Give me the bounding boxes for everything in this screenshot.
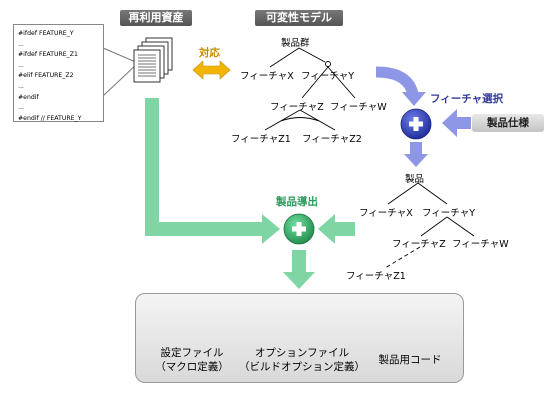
product-derivation-label: 製品導出 (276, 196, 318, 208)
option-file-line2: （ビルドオプション定義） (239, 361, 365, 373)
code-line: #ifdef FEATURE_Y (18, 30, 74, 37)
config-file-line2: （マクロ定義） (155, 361, 229, 373)
config-file-caption: 設定ファイル （マクロ定義） (148, 346, 236, 374)
code-line: ... (18, 61, 24, 69)
code-line: ... (18, 104, 24, 112)
model-feature-z: フィーチャZ (270, 102, 324, 113)
product-feature-w: フィーチャW (452, 239, 509, 250)
code-line: ... (18, 40, 24, 48)
model-feature-w: フィーチャW (330, 102, 387, 113)
green-input-arrow (318, 214, 355, 244)
output-panel (135, 293, 464, 383)
blue-spec-arrow (442, 109, 471, 137)
model-tree-lines (264, 47, 356, 131)
model-feature-z2: フィーチャZ2 (302, 134, 362, 145)
product-code-line: 製品用コード (378, 354, 442, 366)
model-feature-x: フィーチャX (240, 71, 294, 82)
code-line: ... (18, 82, 24, 90)
code-connector-line (102, 47, 139, 64)
reuse-assets-header: 再利用資産 (120, 10, 192, 26)
source-code-box: #ifdef FEATURE_Y ... #ifdef FEATURE_Z1 .… (13, 24, 104, 122)
product-code-caption: 製品用コード (370, 353, 450, 367)
plus-circle-icon (283, 213, 315, 245)
option-file-caption: オプションファイル （ビルドオプション定義） (238, 346, 366, 374)
code-line: #endif (18, 93, 39, 101)
product-spec-label: 製品仕様 (472, 114, 544, 132)
blue-down-arrow (404, 142, 428, 167)
option-file-line1: オプションファイル (254, 347, 350, 359)
model-feature-z1: フィーチャZ1 (231, 134, 291, 145)
product-feature-x: フィーチャX (359, 208, 413, 219)
config-file-line1: 設定ファイル (160, 347, 224, 359)
correspondence-label: 対応 (199, 47, 220, 59)
product-feature-z: フィーチャZ (392, 239, 446, 250)
plus-circle-icon (400, 108, 432, 140)
green-flow-arrow (145, 98, 280, 244)
blue-flow-arrow (375, 66, 426, 106)
code-line: #ifdef FEATURE_Z1 (18, 51, 78, 59)
model-root-label: 製品群 (281, 38, 310, 49)
code-line: #elif FEATURE_Z2 (18, 72, 74, 80)
green-down-arrow (283, 250, 315, 289)
product-root-label: 製品 (405, 174, 425, 185)
product-feature-y: フィーチャY (422, 208, 476, 219)
double-arrow-icon (192, 60, 231, 80)
feature-selection-label: フィーチャ選択 (430, 93, 504, 105)
code-connector-line-2 (102, 62, 139, 97)
code-line: #endif // FEATURE_Y (18, 114, 82, 122)
product-feature-z1: フィーチャZ1 (346, 271, 406, 282)
document-stack-icon (133, 37, 173, 83)
variability-model-header: 可変性モデル (255, 10, 343, 26)
product-tree-lines (384, 182, 475, 269)
model-feature-y: フィーチャY (301, 71, 355, 82)
